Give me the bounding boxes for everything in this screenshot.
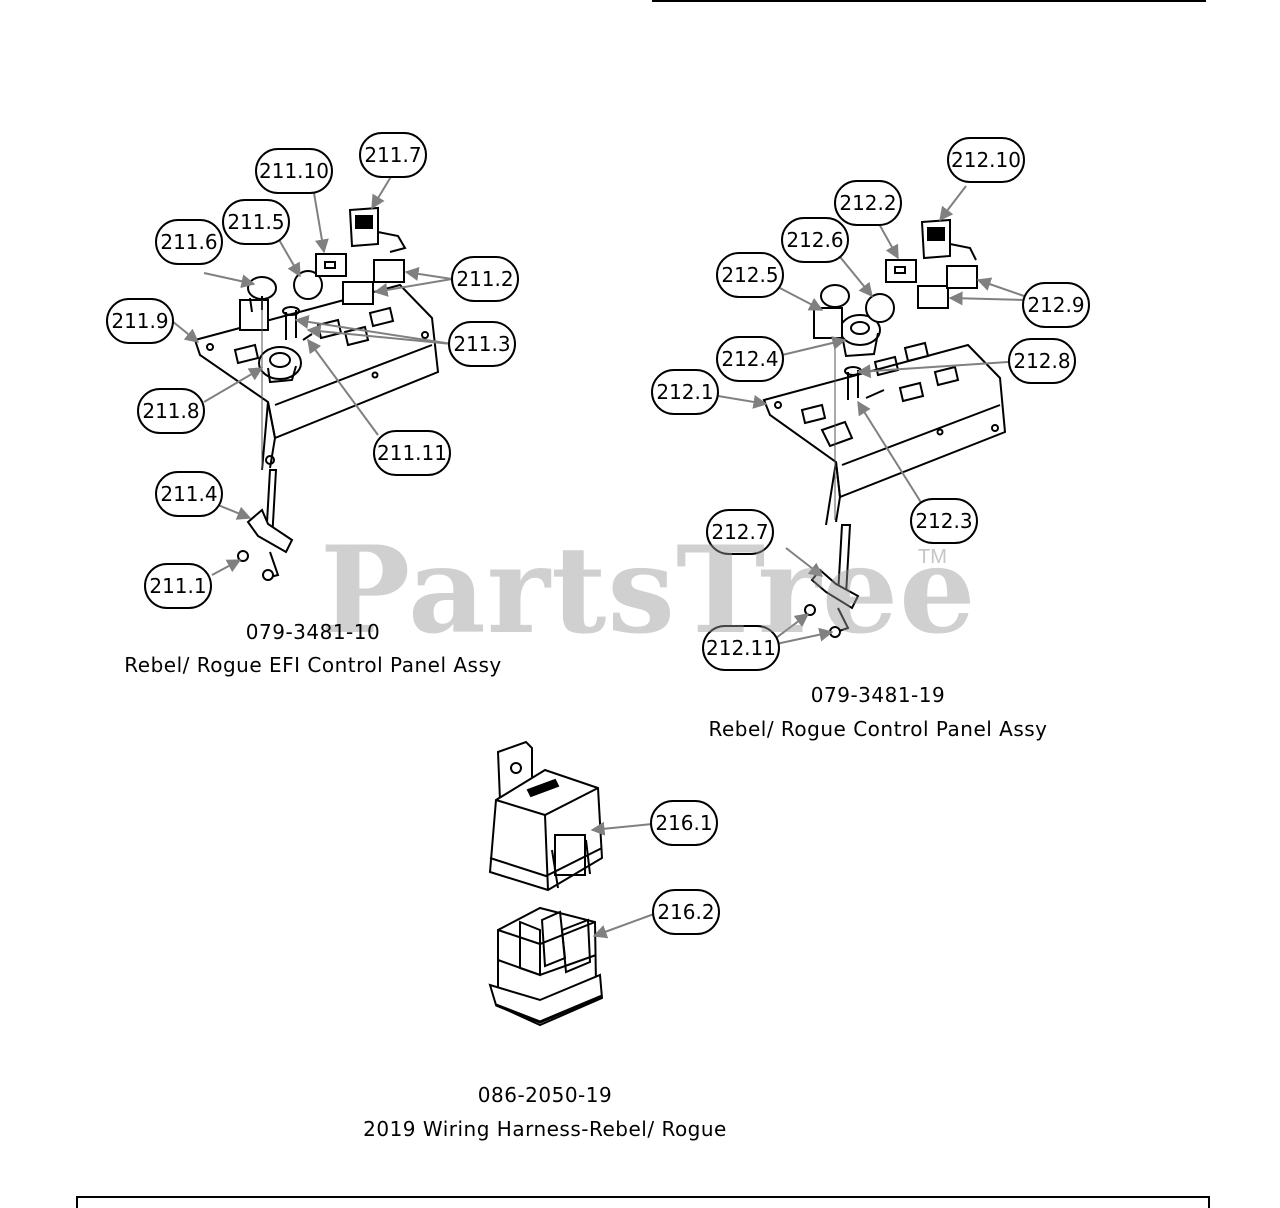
efi-panel-leaders (171, 174, 453, 576)
callout-label: 211.5 (227, 210, 284, 234)
callout-label: 212.7 (711, 520, 768, 544)
callout-label: 216.2 (657, 900, 714, 924)
callout-211-3: 211.3 (448, 321, 516, 367)
assembly-2-description: Rebel/ Rogue Control Panel Assy (708, 717, 1048, 741)
callout-212-10: 212.10 (947, 137, 1025, 183)
callout-label: 211.1 (149, 574, 206, 598)
callout-211-2: 211.2 (451, 256, 519, 302)
header-rule (652, 0, 1206, 2)
callout-label: 211.11 (377, 441, 447, 465)
callout-bubble (359, 132, 427, 178)
assembly-2-part-number: 079-3481-19 (810, 683, 946, 707)
callout-bubble (834, 180, 902, 226)
footer-frame (76, 1196, 1210, 1208)
callout-bubble (106, 298, 174, 344)
control-panel-drawing (762, 218, 1007, 638)
callout-bubble (652, 889, 720, 935)
callout-211-1: 211.1 (144, 563, 212, 609)
callout-label: 211.10 (259, 159, 329, 183)
assembly-1-part-number: 079-3481-10 (245, 620, 381, 644)
callout-bubble (144, 563, 212, 609)
callout-label: 212.9 (1027, 293, 1084, 317)
callout-212-6: 212.6 (781, 217, 849, 263)
callout-211-8: 211.8 (137, 388, 205, 434)
relay-leaders (590, 821, 655, 939)
callout-label: 216.1 (655, 811, 712, 835)
callout-label: 211.9 (111, 309, 168, 333)
callout-bubble (222, 199, 290, 245)
callout-212-8: 212.8 (1008, 338, 1076, 384)
efi-control-panel-drawing (193, 206, 440, 581)
callout-211-7: 211.7 (359, 132, 427, 178)
watermark: PartsTree (320, 520, 977, 661)
callout-216-1: 216.1 (650, 800, 718, 846)
callout-211-9: 211.9 (106, 298, 174, 344)
callout-212-1: 212.1 (651, 369, 719, 415)
assembly-3-description: 2019 Wiring Harness-Rebel/ Rogue (363, 1117, 727, 1141)
callout-bubble (1008, 338, 1076, 384)
callout-212-5: 212.5 (716, 252, 784, 298)
callout-211-5: 211.5 (222, 199, 290, 245)
callout-211-10: 211.10 (255, 148, 333, 194)
callout-label: 211.3 (453, 332, 510, 356)
callout-label: 212.10 (951, 148, 1021, 172)
callout-216-2: 216.2 (652, 889, 720, 935)
wiring-relay-drawing (488, 740, 604, 1027)
callout-bubble (702, 625, 780, 671)
callout-label: 211.6 (160, 230, 217, 254)
callout-bubble (706, 509, 774, 555)
assembly-1-description: Rebel/ Rogue EFI Control Panel Assy (124, 653, 502, 677)
callout-bubble (451, 256, 519, 302)
callout-211-6: 211.6 (155, 219, 223, 265)
callout-bubble (155, 471, 223, 517)
callout-bubble (448, 321, 516, 367)
callout-bubble (137, 388, 205, 434)
callout-212-2: 212.2 (834, 180, 902, 226)
callout-bubble (651, 369, 719, 415)
callout-bubble (1022, 282, 1090, 328)
callout-bubble (716, 252, 784, 298)
callout-212-7: 212.7 (706, 509, 774, 555)
callout-label: 212.5 (721, 263, 778, 287)
callout-212-9: 212.9 (1022, 282, 1090, 328)
callout-211-4: 211.4 (155, 471, 223, 517)
callout-212-11: 212.11 (702, 625, 780, 671)
callout-label: 212.1 (656, 380, 713, 404)
callout-label: 212.3 (915, 509, 972, 533)
callout-label: 211.7 (364, 143, 421, 167)
callout-label: 211.2 (456, 267, 513, 291)
callout-bubbles: 211.1 211.2 211.3 211.4 211.5 211.6 211.7 211.8… (106, 132, 1090, 935)
callout-label: 212.2 (839, 191, 896, 215)
callout-bubble (255, 148, 333, 194)
trademark-mark: TM (918, 546, 947, 568)
callout-212-4: 212.4 (716, 336, 784, 382)
callout-label: 211.4 (160, 482, 217, 506)
callout-bubble (910, 498, 978, 544)
callout-bubble (781, 217, 849, 263)
callout-211-11: 211.11 (373, 430, 451, 476)
panel-leaders (717, 185, 1025, 645)
callout-label: 212.6 (786, 228, 843, 252)
callout-label: 212.4 (721, 347, 778, 371)
callout-bubble (650, 800, 718, 846)
callout-212-3: 212.3 (910, 498, 978, 544)
callout-label: 212.8 (1013, 349, 1070, 373)
callout-bubble (373, 430, 451, 476)
callout-label: 211.8 (142, 399, 199, 423)
callout-bubble (716, 336, 784, 382)
callout-bubble (947, 137, 1025, 183)
callout-bubble (155, 219, 223, 265)
assembly-3-part-number: 086-2050-19 (477, 1083, 613, 1107)
callout-label: 212.11 (706, 636, 776, 660)
